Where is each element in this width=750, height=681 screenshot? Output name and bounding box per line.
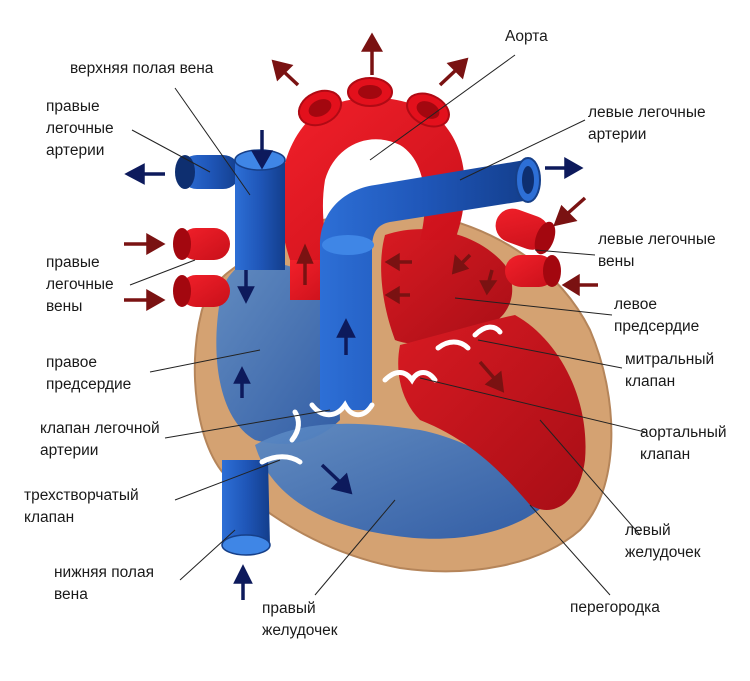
label-septum: перегородка — [570, 599, 660, 616]
arrow-left-atrium-1 — [384, 252, 412, 272]
label-aortic-valve: аортальный клапан — [640, 424, 727, 463]
leader-left-ventricle — [539, 419, 641, 536]
arrow-vein-left-2 — [561, 273, 598, 297]
pulmonary-trunk-opening — [322, 235, 374, 255]
arrow-up-aorta — [360, 32, 384, 75]
arrow-vein-left-1 — [553, 196, 587, 227]
label-superior-vena-cava: верхняя полая вена — [70, 60, 214, 77]
arrow-left-atrium-2 — [384, 285, 410, 305]
flow-arrows-red — [124, 32, 598, 393]
arrow-aorta-right — [438, 57, 469, 87]
aorta-branches — [297, 77, 450, 128]
label-inferior-vena-cava: нижняя полая вена — [54, 564, 154, 603]
label-tricuspid-valve: трехстворчатый клапан — [24, 487, 139, 526]
leader-right-pv — [129, 259, 196, 286]
arrow-aorta-left — [271, 59, 300, 87]
leader-right-ventricle — [314, 499, 396, 596]
label-right-atrium: правое предсердие — [46, 354, 132, 393]
label-right-ventricle: правый желудочек — [262, 600, 338, 639]
right-pulmonary-veins — [173, 228, 230, 307]
leader-mitral — [477, 339, 623, 369]
pulmonary-trunk — [320, 160, 530, 410]
label-mitral-valve: митральный клапан — [625, 351, 715, 390]
arrow-pulmonary-up — [336, 318, 356, 355]
left-ventricle-chamber — [398, 315, 586, 510]
leader-ivc — [179, 529, 236, 581]
pulmonary-valve-flaps — [309, 400, 375, 418]
leader-left-pv — [534, 249, 596, 256]
leader-left-pa — [459, 119, 586, 181]
arrow-vein-right-2 — [124, 288, 166, 312]
label-left-atrium: левое предсердие — [614, 296, 700, 335]
arrow-vein-right-1 — [124, 232, 166, 256]
label-left-pulmonary-arteries: левые легочные артерии — [588, 104, 706, 143]
tricuspid-valve-flaps — [259, 409, 303, 465]
right-ventricle-chamber — [255, 423, 545, 539]
mitral-valve-flaps — [435, 324, 503, 351]
arrow-right-atrium-up — [233, 366, 251, 398]
inferior-vena-cava — [222, 460, 270, 545]
leader-lines — [129, 54, 646, 596]
arrow-left-atrium-4 — [479, 269, 498, 296]
leader-svc — [174, 87, 251, 196]
leader-septum — [529, 504, 611, 596]
left-atrium-chamber — [381, 229, 513, 345]
arrow-svc-down — [250, 130, 274, 170]
arrow-right-atrium-down — [237, 270, 255, 304]
arrow-aorta-root-up — [296, 243, 314, 285]
label-pulmonary-valve: клапан легочной артерии — [40, 420, 160, 459]
left-pulmonary-veins — [495, 208, 561, 287]
leader-aorta — [369, 54, 516, 161]
right-atrium-chamber — [216, 261, 340, 444]
aortic-valve-flaps — [382, 370, 438, 385]
label-left-pulmonary-veins: левые легочные вены — [598, 231, 716, 270]
arrow-right-pa-left — [124, 163, 165, 185]
leader-pulmonary-valve — [164, 409, 331, 439]
arrow-ivc-up — [233, 564, 253, 600]
leader-right-atrium — [149, 349, 261, 373]
arrow-left-atrium-3 — [451, 253, 472, 275]
label-right-pulmonary-arteries: правые легочные артерии — [46, 98, 114, 159]
label-left-ventricle: левый желудочек — [625, 522, 701, 561]
arrow-left-ventricle — [478, 360, 505, 393]
aortic-arch — [280, 97, 465, 260]
label-right-pulmonary-veins: правые легочные вены — [46, 254, 114, 315]
arrow-left-pa-right — [545, 156, 584, 180]
label-aorta: Аорта — [505, 28, 548, 45]
valves — [259, 324, 503, 465]
leader-left-atrium — [454, 297, 613, 316]
flow-arrows-blue — [124, 130, 584, 600]
leader-right-pa — [131, 129, 211, 173]
leader-aortic-valve — [419, 377, 646, 433]
arrow-right-ventricle — [320, 463, 353, 495]
superior-vena-cava — [235, 152, 285, 270]
leader-tricuspid — [174, 459, 281, 501]
